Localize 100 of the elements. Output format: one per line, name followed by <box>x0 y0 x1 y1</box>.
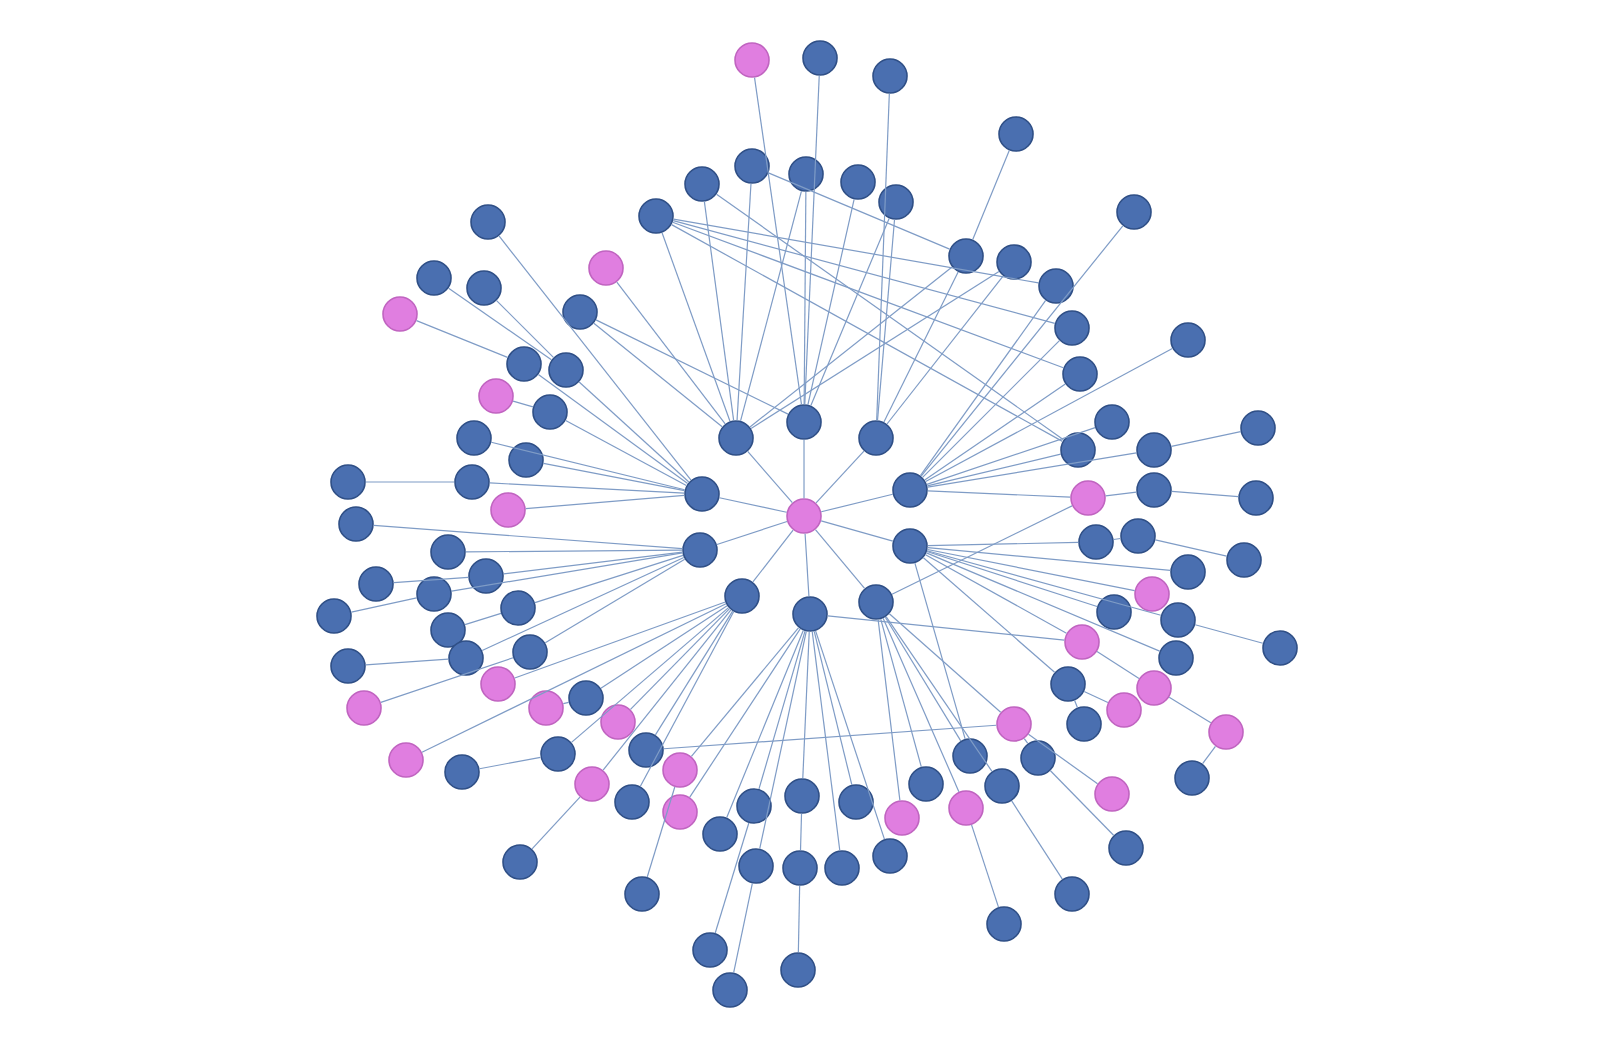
connector <box>365 481 455 483</box>
connector <box>813 630 853 786</box>
connector <box>689 628 801 798</box>
connector <box>750 270 1000 430</box>
connector <box>716 520 788 546</box>
network-node <box>858 584 894 620</box>
connector <box>972 149 1010 241</box>
network-node <box>1064 624 1100 660</box>
network-node <box>1136 472 1172 508</box>
connector <box>807 198 855 406</box>
network-node <box>948 238 984 274</box>
connector <box>891 505 1073 595</box>
network-node <box>786 498 822 534</box>
network-node <box>1106 692 1142 728</box>
network-node <box>996 706 1032 742</box>
network-node <box>1094 404 1130 440</box>
connector <box>883 271 959 423</box>
connector <box>927 490 1071 498</box>
connector <box>562 701 570 705</box>
connector <box>1074 699 1078 709</box>
connector <box>877 619 901 801</box>
network-node <box>840 164 876 200</box>
network-node <box>724 578 760 614</box>
network-node <box>786 404 822 440</box>
connector <box>767 172 951 250</box>
connector <box>481 556 685 652</box>
connector <box>616 281 726 425</box>
network-node <box>684 166 720 202</box>
connector <box>670 224 1064 442</box>
network-node <box>692 932 728 968</box>
network-node <box>1078 524 1114 560</box>
network-node <box>478 378 514 414</box>
network-node <box>316 598 352 634</box>
connector <box>736 183 752 421</box>
connector <box>421 603 727 753</box>
connector <box>797 885 801 953</box>
network-node <box>734 148 770 184</box>
connector <box>542 462 686 492</box>
connector <box>654 610 734 736</box>
connector <box>534 554 684 604</box>
network-node <box>388 742 424 778</box>
connector <box>465 549 683 553</box>
network-node <box>382 296 418 332</box>
network-node <box>628 732 664 768</box>
network-node <box>540 736 576 772</box>
connector <box>920 225 1124 477</box>
network-node <box>824 850 860 886</box>
network-node <box>872 58 908 94</box>
connector <box>927 541 1079 547</box>
network-node <box>562 294 598 330</box>
connector <box>749 266 953 428</box>
connector <box>1168 696 1212 724</box>
connector <box>820 520 894 542</box>
connector <box>350 597 418 613</box>
network-node <box>998 116 1034 152</box>
connector <box>888 613 1002 713</box>
network-node <box>430 534 466 570</box>
connector <box>478 756 542 770</box>
connector <box>448 287 552 361</box>
network-node <box>532 394 568 430</box>
network-node <box>548 352 584 388</box>
network-node <box>506 346 542 382</box>
network-node <box>1094 776 1130 812</box>
network-node <box>1070 480 1106 516</box>
network-node <box>712 972 748 1008</box>
connector <box>373 524 683 550</box>
connector <box>882 617 960 793</box>
network-node <box>1020 740 1056 776</box>
network-node <box>784 778 820 814</box>
connector <box>393 576 469 584</box>
connector <box>759 630 807 850</box>
connector <box>450 552 684 592</box>
connector <box>503 551 683 575</box>
network-node <box>884 800 920 836</box>
connector <box>885 616 993 772</box>
connector <box>1171 490 1239 498</box>
network-node <box>568 680 604 716</box>
connector <box>578 381 690 483</box>
connector <box>380 657 514 703</box>
network-node <box>1174 760 1210 796</box>
connector <box>639 611 735 787</box>
network-node <box>792 596 828 632</box>
network-node <box>512 634 548 670</box>
connector <box>814 529 866 589</box>
connector <box>803 439 805 499</box>
network-node <box>600 704 636 740</box>
connector <box>926 550 1162 616</box>
network-node <box>702 816 738 852</box>
connector <box>926 550 1098 608</box>
connector <box>926 453 1062 487</box>
connector <box>804 75 820 405</box>
network-node <box>734 42 770 78</box>
connector <box>876 93 890 421</box>
network-node <box>1240 410 1276 446</box>
connector <box>927 452 1138 488</box>
network-node <box>1060 432 1096 468</box>
connector <box>802 631 810 779</box>
network-node <box>614 784 650 820</box>
connector <box>496 300 554 359</box>
network-node <box>1066 706 1102 742</box>
